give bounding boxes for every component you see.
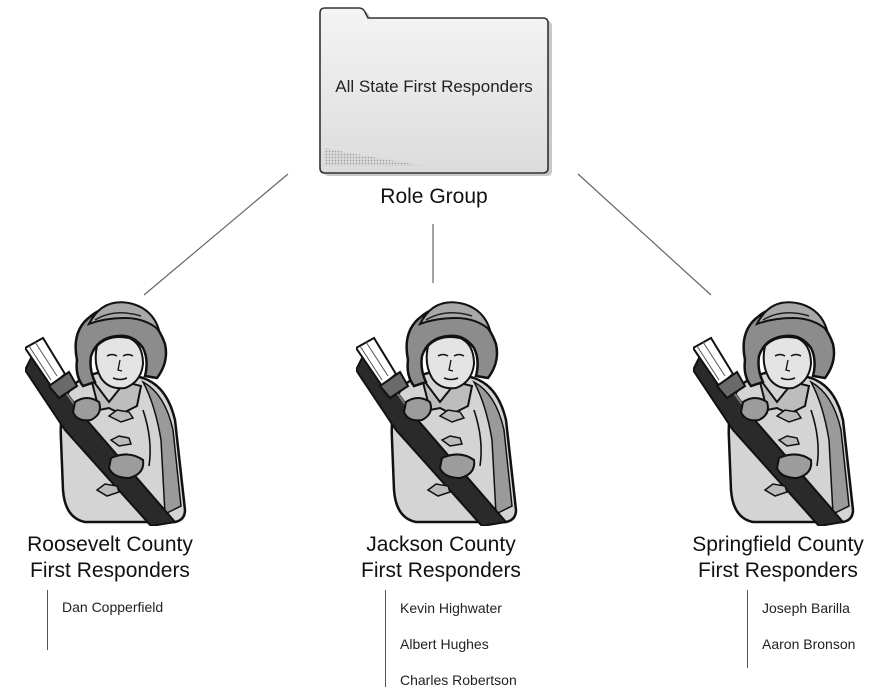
- member-list-roosevelt: Dan Copperfield: [47, 590, 163, 650]
- member-item: Aaron Bronson: [762, 636, 856, 652]
- county-node-roosevelt: Roosevelt County First Responders: [0, 290, 220, 584]
- firefighter-icon: [25, 300, 187, 526]
- county-name-line2: First Responders: [30, 559, 190, 582]
- county-name-line2: First Responders: [698, 559, 858, 582]
- firefighter-icon: [693, 300, 855, 526]
- county-node-springfield: Springfield County First Responders: [668, 290, 888, 584]
- member-list-springfield: Joseph Barilla Aaron Bronson: [747, 590, 855, 668]
- county-name-line1: Springfield County: [692, 533, 864, 556]
- folder-icon: [319, 7, 552, 176]
- member-item: Joseph Barilla: [762, 600, 850, 616]
- county-name-line1: Jackson County: [366, 533, 516, 556]
- connector-right: [577, 173, 712, 296]
- member-item: Charles Robertson: [400, 672, 517, 688]
- county-node-jackson: Jackson County First Responders: [331, 290, 551, 584]
- role-group-name: All State First Responders: [335, 77, 533, 96]
- firefighter-icon: [356, 300, 518, 526]
- member-item: Kevin Highwater: [400, 600, 502, 616]
- county-name-line1: Roosevelt County: [27, 533, 193, 556]
- connector-left: [143, 173, 289, 296]
- member-item: Albert Hughes: [400, 636, 489, 652]
- member-item: Dan Copperfield: [62, 599, 164, 615]
- role-group-caption: Role Group: [380, 185, 488, 208]
- county-name-line2: First Responders: [361, 559, 521, 582]
- member-list-jackson: Kevin Highwater Albert Hughes Charles Ro…: [385, 590, 517, 688]
